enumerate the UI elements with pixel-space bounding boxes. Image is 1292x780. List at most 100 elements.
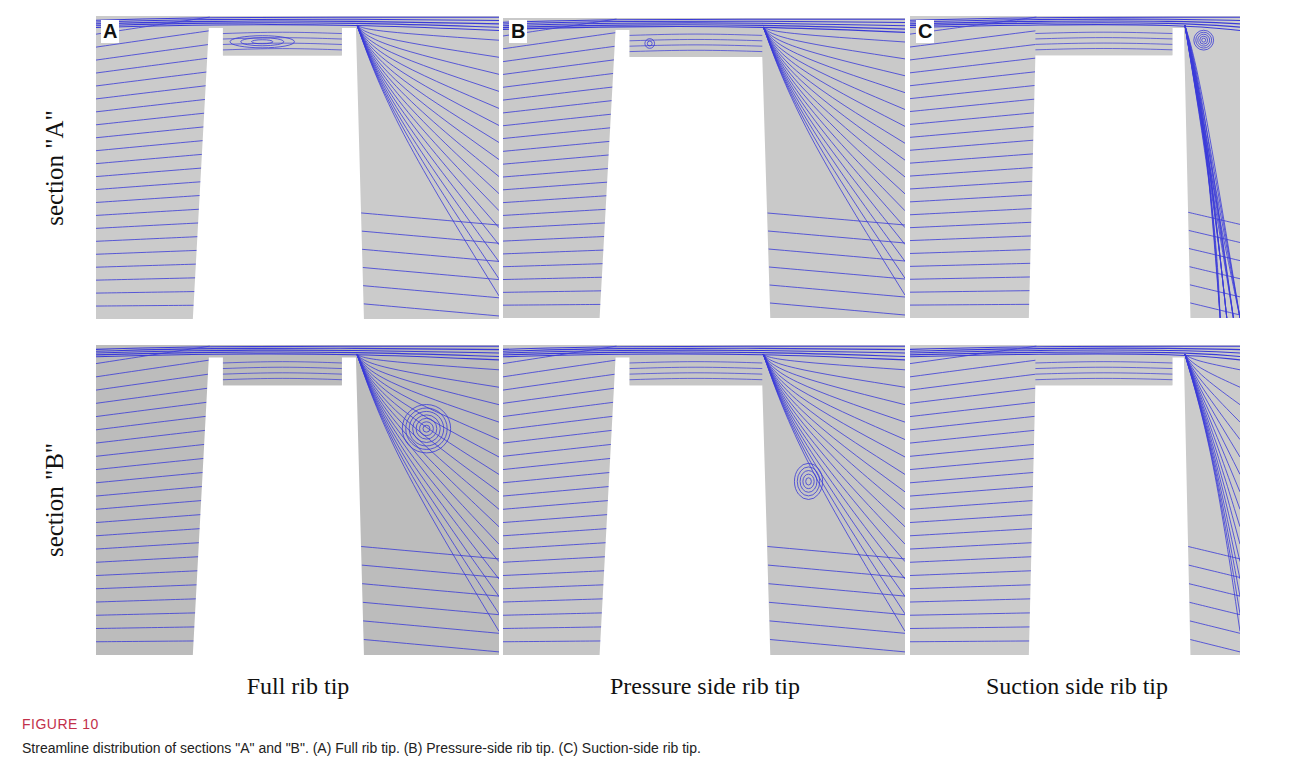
streamline [763, 27, 905, 245]
streamline [1035, 32, 1172, 33]
streamline [503, 250, 604, 254]
streamline [503, 599, 603, 602]
streamline [96, 113, 205, 125]
streamline [96, 557, 199, 563]
tip-cavity [630, 357, 763, 385]
streamline [1185, 25, 1220, 318]
streamline-panel [96, 345, 499, 657]
streamline [910, 360, 1036, 377]
vortex-core [1196, 32, 1212, 48]
streamline [1035, 48, 1172, 49]
streamline [910, 416, 1035, 430]
streamline [910, 430, 1035, 443]
vortex-core [409, 411, 444, 446]
streamline [357, 25, 499, 245]
streamline [910, 72, 1035, 86]
streamline [503, 458, 611, 469]
streamline [503, 360, 616, 377]
vortex-core [416, 418, 437, 439]
streamline [503, 304, 601, 306]
streamline [363, 621, 499, 633]
streamline [503, 571, 605, 576]
streamline [223, 378, 342, 379]
streamline [357, 25, 499, 296]
figure-number: FIGURE 10 [22, 716, 99, 732]
streamline [1035, 38, 1172, 39]
streamline [630, 362, 763, 363]
streamline [96, 154, 202, 163]
streamline [763, 27, 905, 177]
vortex-core [647, 41, 652, 46]
tip-cavity [223, 28, 342, 55]
streamline [910, 472, 1034, 482]
vortex-core [402, 405, 450, 453]
streamline [357, 354, 499, 579]
streamline [910, 304, 1030, 306]
streamline [1189, 602, 1240, 614]
vortex-core [645, 39, 655, 49]
streamline [1185, 354, 1240, 492]
streamline [503, 236, 605, 241]
streamline [763, 354, 905, 596]
streamline [910, 250, 1031, 254]
streamline [363, 602, 499, 614]
streamline [1190, 640, 1240, 652]
streamline [1185, 25, 1220, 318]
streamline [910, 85, 1035, 98]
streamline [1185, 25, 1234, 318]
streamline [503, 529, 607, 536]
blade-tip [1029, 28, 1191, 318]
streamline [763, 354, 905, 509]
streamline [503, 141, 610, 151]
streamline [1189, 249, 1240, 261]
streamline [503, 388, 614, 403]
streamline [96, 472, 203, 482]
streamline [503, 87, 613, 100]
streamline [503, 374, 615, 390]
vortex-core [413, 415, 441, 443]
vortex-core [230, 36, 294, 48]
streamline [763, 354, 905, 370]
streamline [910, 209, 1032, 215]
streamline [1185, 25, 1234, 318]
streamline [1185, 354, 1240, 596]
streamline [1185, 354, 1240, 631]
row-label: section "B" [41, 443, 69, 557]
streamline [357, 354, 499, 544]
streamline [357, 354, 499, 596]
streamline [1185, 354, 1240, 422]
streamline [357, 25, 499, 194]
streamline [223, 49, 342, 50]
streamline [910, 58, 1035, 73]
streamline [770, 303, 905, 315]
streamline [910, 402, 1035, 416]
vortex-core [1194, 30, 1214, 50]
streamline [768, 584, 905, 596]
streamline [223, 367, 342, 368]
streamline [364, 640, 499, 652]
streamline [1185, 25, 1220, 318]
streamline [503, 444, 611, 456]
streamline [630, 378, 763, 379]
streamline-panel [910, 16, 1240, 320]
vortex-core [803, 474, 814, 488]
streamline [96, 292, 195, 294]
streamline [769, 285, 905, 297]
streamline [763, 27, 905, 228]
streamline [357, 354, 499, 561]
streamline [357, 354, 499, 631]
streamline [910, 113, 1034, 125]
vortex-core [241, 38, 284, 46]
streamline [1185, 25, 1240, 318]
streamline [503, 114, 611, 126]
streamline [1189, 267, 1240, 279]
streamline [910, 585, 1031, 589]
streamline [223, 38, 342, 39]
row-label: section "A" [41, 110, 69, 226]
streamline [96, 182, 201, 190]
tip-cavity [1035, 28, 1172, 55]
streamline [763, 27, 905, 295]
streamline [763, 354, 905, 561]
streamline [1188, 547, 1240, 559]
